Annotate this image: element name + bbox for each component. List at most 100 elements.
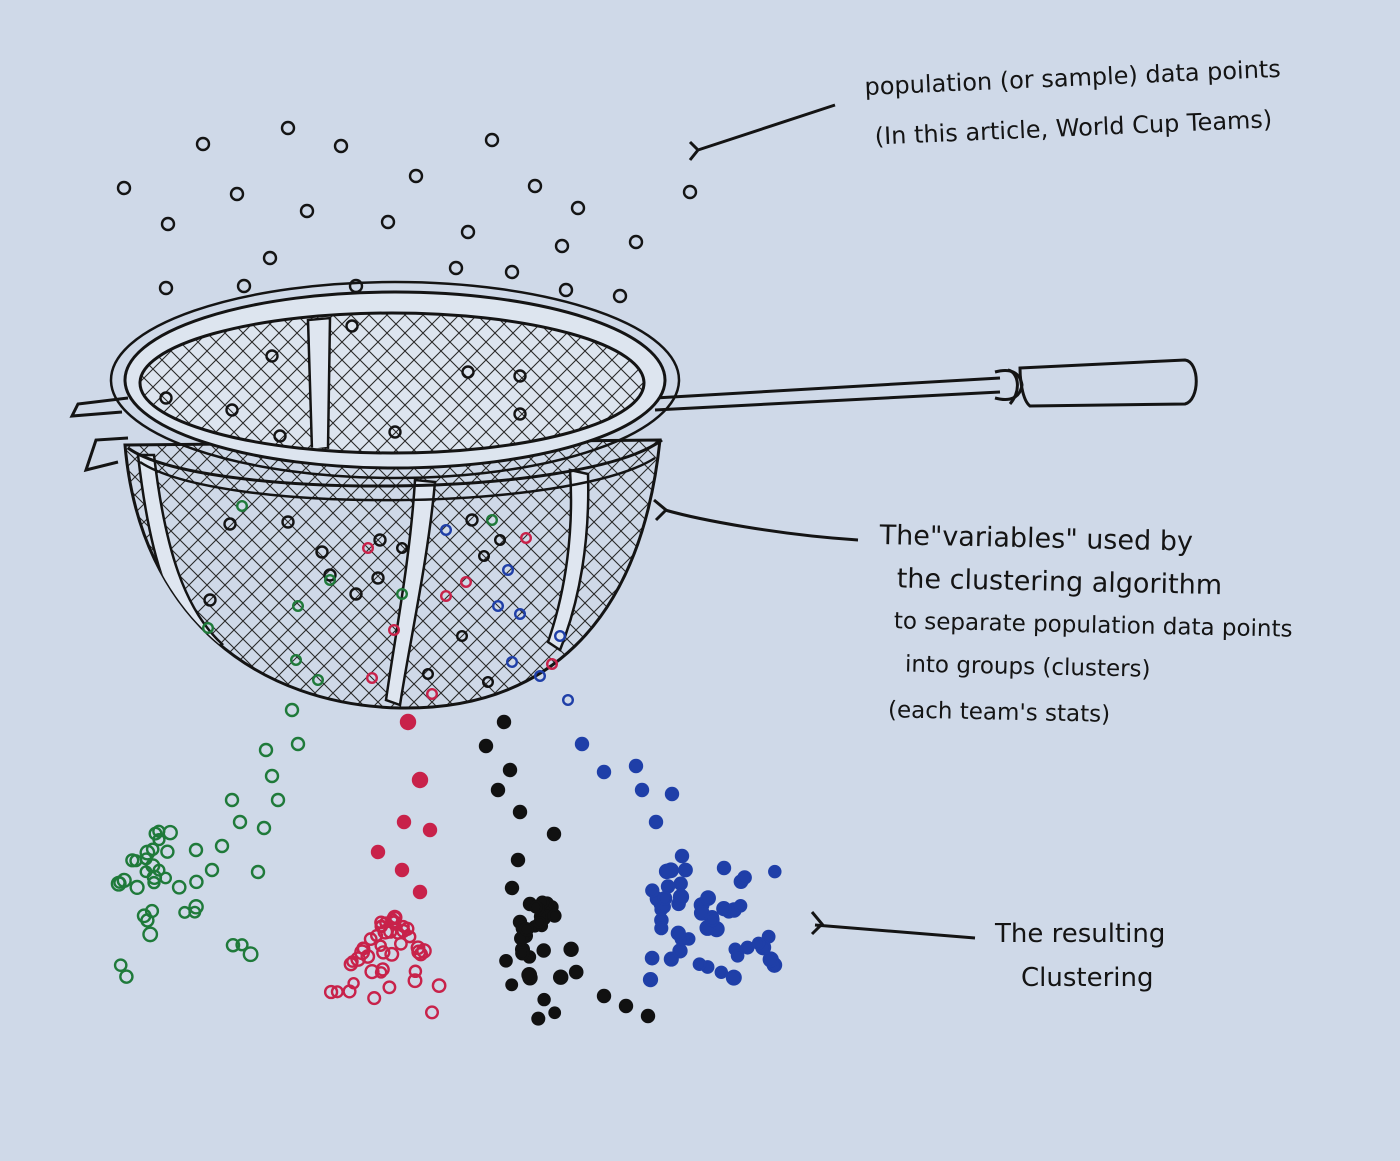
inside-colored-point bbox=[486, 514, 499, 527]
green-point bbox=[171, 879, 187, 895]
inside-colored-point bbox=[440, 590, 453, 603]
inside-colored-point bbox=[366, 672, 379, 685]
black-point bbox=[515, 946, 530, 961]
red-point bbox=[374, 939, 387, 952]
red-point bbox=[393, 936, 408, 951]
blue-point bbox=[664, 786, 680, 802]
blue-point bbox=[648, 814, 664, 830]
result-pointer bbox=[810, 911, 976, 940]
blue-point bbox=[762, 951, 779, 968]
blue-point bbox=[658, 863, 675, 880]
result-annotation: The resulting Clustering bbox=[995, 919, 1165, 994]
inside-colored-point bbox=[292, 600, 305, 613]
population-pointer bbox=[688, 103, 836, 161]
inside-colored-point bbox=[546, 658, 559, 671]
green-point bbox=[160, 844, 175, 859]
green-point bbox=[188, 899, 204, 915]
inside-point bbox=[323, 568, 337, 582]
red-point bbox=[360, 949, 376, 964]
black-point bbox=[519, 922, 534, 937]
population-data-points bbox=[116, 120, 698, 304]
red-point bbox=[323, 984, 339, 1000]
green-point bbox=[224, 792, 240, 808]
black-point bbox=[568, 964, 584, 980]
red-point bbox=[411, 944, 427, 960]
population-point bbox=[160, 216, 176, 232]
inside-colored-point bbox=[494, 534, 507, 547]
cluster-blue bbox=[574, 736, 783, 988]
black-point bbox=[496, 714, 512, 730]
green-point bbox=[146, 869, 163, 886]
inside-colored-point bbox=[440, 524, 453, 537]
inside-colored-point bbox=[514, 608, 527, 621]
red-point bbox=[422, 822, 438, 838]
population-point bbox=[195, 136, 211, 152]
red-point bbox=[416, 943, 432, 959]
variables-pointer bbox=[664, 508, 859, 542]
red-point bbox=[376, 945, 391, 960]
inside-colored-point bbox=[456, 630, 469, 643]
green-point bbox=[270, 792, 286, 808]
inside-point bbox=[281, 515, 295, 529]
inside-colored-point bbox=[534, 670, 547, 683]
green-point bbox=[235, 938, 249, 952]
black-point bbox=[512, 804, 528, 820]
population-point bbox=[299, 203, 315, 219]
variables-annotation-line2: the clustering algorithm bbox=[896, 563, 1223, 602]
population-point bbox=[262, 250, 278, 266]
population-point bbox=[558, 282, 574, 298]
black-point bbox=[548, 1006, 562, 1020]
black-point bbox=[533, 916, 546, 929]
points-inside-sieve bbox=[159, 319, 575, 707]
red-point bbox=[386, 912, 399, 926]
population-point bbox=[570, 200, 586, 216]
sieve-bowl bbox=[123, 438, 663, 710]
black-point bbox=[504, 880, 520, 896]
inside-colored-point bbox=[520, 532, 533, 545]
green-point bbox=[139, 844, 156, 861]
black-point bbox=[618, 998, 634, 1014]
inside-colored-point bbox=[460, 576, 473, 589]
red-point bbox=[411, 771, 429, 789]
population-point bbox=[229, 186, 245, 202]
inside-point bbox=[461, 365, 475, 379]
red-point bbox=[382, 980, 397, 995]
green-point bbox=[188, 842, 204, 858]
inside-colored-point bbox=[502, 564, 515, 577]
green-point bbox=[113, 958, 128, 973]
inside-colored-point bbox=[492, 600, 505, 613]
black-point bbox=[640, 1008, 656, 1024]
red-point bbox=[431, 978, 447, 993]
green-point bbox=[204, 862, 220, 878]
blue-point bbox=[596, 764, 612, 780]
green-point bbox=[189, 874, 204, 890]
annotation-leaders bbox=[664, 103, 976, 940]
population-point bbox=[504, 264, 520, 280]
green-point bbox=[232, 814, 248, 830]
blue-point bbox=[674, 848, 690, 864]
population-point bbox=[484, 132, 500, 148]
inside-point bbox=[265, 349, 279, 363]
inside-colored-point bbox=[562, 694, 575, 707]
blue-point bbox=[644, 950, 660, 966]
inside-point bbox=[273, 429, 287, 443]
blue-point bbox=[660, 879, 676, 894]
inside-colored-point bbox=[235, 500, 248, 513]
sieve-handle bbox=[654, 358, 1198, 412]
inside-point bbox=[373, 533, 387, 547]
variables-annotation-line3: to separate population data points bbox=[893, 608, 1293, 643]
inside-point bbox=[223, 517, 237, 531]
blue-point bbox=[716, 900, 732, 917]
blue-point bbox=[693, 905, 710, 921]
blue-point bbox=[740, 940, 755, 955]
inside-colored-point bbox=[478, 550, 491, 563]
red-point bbox=[394, 862, 410, 878]
inside-point bbox=[203, 593, 217, 607]
population-point bbox=[380, 214, 396, 230]
red-point bbox=[412, 884, 428, 900]
green-point bbox=[258, 742, 274, 758]
inside-point bbox=[513, 369, 527, 383]
blue-point bbox=[768, 864, 782, 879]
inside-colored-point bbox=[506, 656, 519, 669]
red-point bbox=[396, 923, 411, 939]
